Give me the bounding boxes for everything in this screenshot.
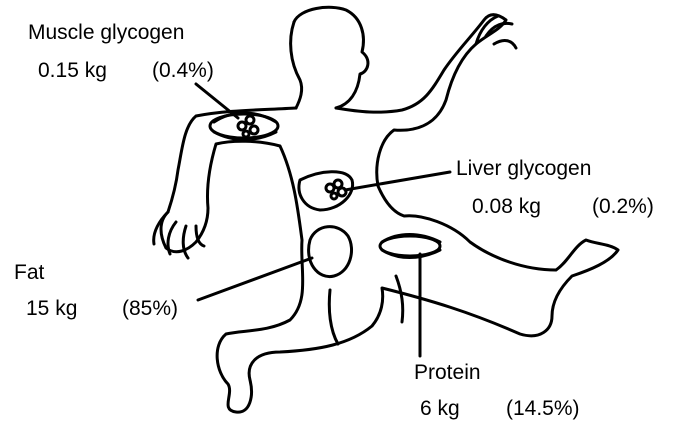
protein-muscle-bundle [380, 235, 440, 258]
protein-name: Protein [414, 362, 481, 383]
shorts-outline [329, 276, 402, 344]
liver-glycogen-mass: 0.08 kg [472, 196, 541, 217]
fat-leader [198, 258, 312, 300]
muscle-glycogen-name: Muscle glycogen [28, 22, 184, 43]
fat-name: Fat [14, 262, 44, 283]
fat-tissue [309, 227, 352, 277]
fat-mass: 15 kg [26, 298, 77, 319]
muscle-glycogen-percent: (0.4%) [152, 60, 214, 81]
liver-glycogen-name: Liver glycogen [456, 158, 591, 179]
muscle-glycogen-mass: 0.15 kg [38, 60, 107, 81]
fat-percent: (85%) [122, 298, 178, 319]
protein-mass: 6 kg [420, 398, 460, 419]
face-outline [291, 22, 302, 108]
head-outline [294, 7, 368, 108]
liver-glycogen-leader [345, 172, 450, 190]
body-outline [161, 15, 618, 412]
liver-glycogen-percent: (0.2%) [592, 196, 654, 217]
muscle-glycogen-bundle [210, 113, 278, 140]
protein-percent: (14.5%) [506, 398, 580, 419]
